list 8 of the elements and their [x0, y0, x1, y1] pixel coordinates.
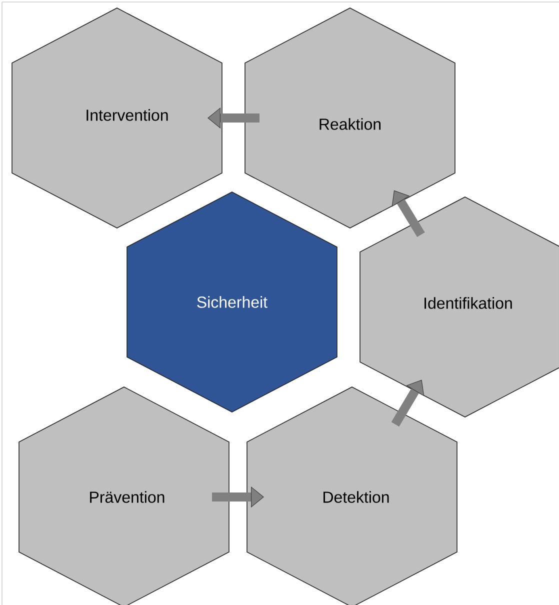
hexagon: Identifikation: [360, 196, 559, 418]
hexagon: Detektion: [246, 386, 458, 605]
block-arrow: [391, 380, 424, 427]
hexagon: Intervention: [12, 8, 222, 228]
block-arrow: [392, 190, 425, 238]
hexagon: Sicherheit: [126, 192, 338, 412]
hexagon: Reaktion: [244, 8, 456, 228]
hexagon: Prävention: [18, 386, 230, 605]
